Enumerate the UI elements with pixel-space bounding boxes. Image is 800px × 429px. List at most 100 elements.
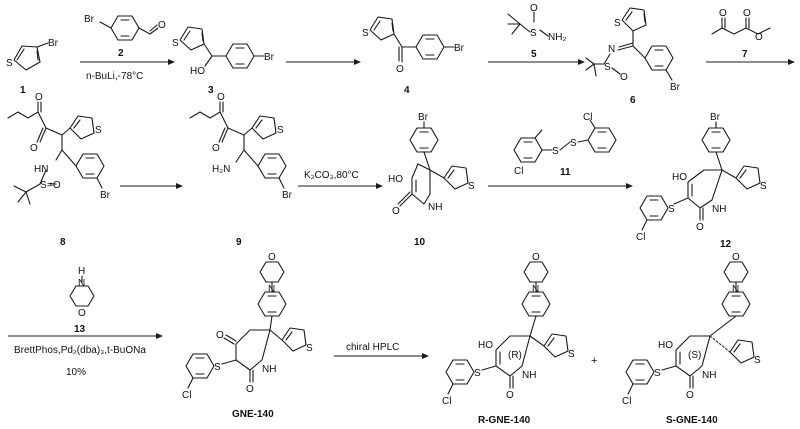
atom-o: O <box>392 206 400 217</box>
atom-s: S <box>172 38 179 49</box>
condition-step7-yield: 10% <box>66 367 86 378</box>
atom-o: O <box>158 20 166 31</box>
atom-s: S <box>668 204 675 215</box>
atom-br: Br <box>418 112 429 123</box>
atom-br: Br <box>710 112 721 123</box>
atom-o: O <box>268 252 276 263</box>
condition-step7: BrettPhos,Pd₂(dba)₃,t-BuONa <box>14 345 146 356</box>
compound-12-label: 12 <box>720 239 732 250</box>
atom-o: O <box>620 72 628 83</box>
atom-s: S <box>568 349 575 360</box>
atom-o: O <box>755 32 763 43</box>
atom-s: S <box>474 368 481 379</box>
atom-cl: Cl <box>442 396 451 407</box>
stereo-r: (R) <box>508 350 522 361</box>
atom-s: S <box>95 125 102 136</box>
compound-2-structure: Br O <box>84 14 166 41</box>
compound-12-structure: Br HO S NH O Cl S <box>636 112 767 243</box>
atom-s: S <box>654 368 661 379</box>
atom-o: O <box>35 92 43 103</box>
compound-11-label: 11 <box>560 167 571 178</box>
atom-br: Br <box>84 14 95 25</box>
r-gne140-label: R-GNE-140 <box>478 415 531 426</box>
atom-o: O <box>78 308 86 319</box>
arrowhead-8 <box>156 333 163 339</box>
compound-6-label: 6 <box>630 95 636 106</box>
compound-4-structure: S O Br <box>362 16 465 75</box>
atom-br: Br <box>100 190 111 201</box>
compound-3-structure: S HO Br <box>172 26 275 77</box>
compound-7-structure: O O O <box>711 8 771 43</box>
atom-o: O <box>30 143 38 154</box>
atom-o: O <box>217 92 225 103</box>
atom-nh: NH <box>712 204 726 215</box>
compound-1-structure: S Br <box>6 38 59 71</box>
atom-ho: HO <box>190 66 205 77</box>
compound-1-label: 1 <box>20 85 26 96</box>
atom-cl: Cl <box>636 232 645 243</box>
atom-n: N <box>78 278 85 289</box>
atom-cl: Cl <box>514 166 523 177</box>
compound-4-label: 4 <box>404 85 410 96</box>
compound-10-label: 10 <box>414 237 426 248</box>
atom-o: O <box>696 222 704 233</box>
condition-step1: n-BuLi,-78°C <box>86 71 143 82</box>
gne140-label: GNE-140 <box>232 409 274 420</box>
stereo-s: (S) <box>688 350 701 361</box>
atom-o: O <box>506 390 514 401</box>
compound-8-label: 8 <box>60 237 66 248</box>
s-gne140-label: S-GNE-140 <box>666 415 718 426</box>
atom-o: O <box>246 384 254 395</box>
atom-cl: Cl <box>583 112 592 123</box>
atom-o: O <box>396 64 404 75</box>
atom-ho: HO <box>388 174 403 185</box>
compound-5-structure: S O NH₂ <box>507 3 566 43</box>
atom-s: S <box>570 138 577 149</box>
atom-hn: HN <box>34 164 48 175</box>
compound-8-structure: O O S HN S =O Br <box>7 92 111 205</box>
atom-nh: NH <box>522 370 536 381</box>
atom-ho: HO <box>478 340 493 351</box>
compound-3-label: 3 <box>208 85 214 96</box>
atom-s: S <box>760 181 767 192</box>
atom-s: S <box>40 180 47 191</box>
arrowhead-5 <box>176 183 183 189</box>
atom-n: N <box>608 44 615 55</box>
arrowhead-4 <box>788 59 795 65</box>
atom-h2n: H₂N <box>212 164 230 175</box>
atom-n: N <box>732 284 739 295</box>
compound-13-structure: H N O <box>69 266 95 319</box>
atom-cl: Cl <box>182 390 191 401</box>
atom-ho: HO <box>672 172 687 183</box>
plus-sign: + <box>591 355 597 367</box>
atom-o: O <box>216 330 224 341</box>
atom-s: S <box>468 181 475 192</box>
atom-s: S <box>214 362 221 373</box>
arrowhead-3 <box>578 59 585 65</box>
compound-9-label: 9 <box>236 237 242 248</box>
condition-step8: chiral HPLC <box>346 342 399 353</box>
atom-s: S <box>754 355 761 366</box>
atom-br: Br <box>454 43 465 54</box>
atom-n: N <box>532 284 539 295</box>
compound-10-structure: Br HO NH O S <box>388 112 475 217</box>
atom-s: S <box>6 58 13 69</box>
arrowhead-6 <box>376 183 383 189</box>
atom-o: O <box>530 3 538 14</box>
r-gne140-structure: O N HO (R) S NH O Cl S <box>442 252 575 407</box>
atom-nh: NH <box>702 370 716 381</box>
atom-eq-o: =O <box>47 180 61 191</box>
compound-7-label: 7 <box>742 49 748 60</box>
atom-s: S <box>362 28 369 39</box>
compound-9-structure: O O S H₂N Br <box>189 92 293 201</box>
atom-o: O <box>719 8 727 19</box>
atom-o: O <box>686 390 694 401</box>
atom-nh2: NH₂ <box>548 32 566 43</box>
condition-step5: K₂CO₃,80°C <box>304 170 359 181</box>
atom-br: Br <box>670 82 681 93</box>
atom-cl: Cl <box>622 396 631 407</box>
atom-s: S <box>530 28 537 39</box>
atom-nh: NH <box>428 202 442 213</box>
atom-ho: HO <box>658 340 673 351</box>
